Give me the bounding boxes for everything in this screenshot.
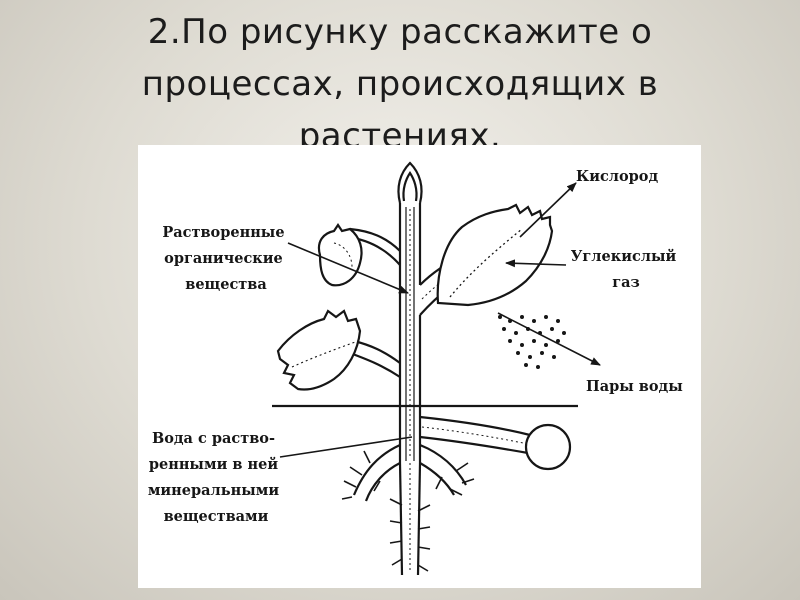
water-pointer	[279, 436, 413, 458]
left-root	[352, 443, 401, 502]
lateral-root	[419, 415, 531, 455]
label-vapor: Пары воды	[586, 378, 683, 395]
label-oxygen-line-1: Кислород	[576, 168, 658, 185]
upper-right-leaf	[436, 203, 554, 307]
taproot	[398, 462, 422, 576]
plant-stem	[398, 203, 422, 463]
label-vapor-line-1: Пары воды	[586, 378, 683, 395]
label-water: Вода с раство- ренными в ней минеральным…	[148, 430, 284, 525]
label-co2: Углекислый газ	[571, 248, 682, 291]
organic-pointer	[287, 242, 409, 294]
label-water-line-4: веществами	[164, 508, 269, 525]
root-tuber	[524, 423, 572, 471]
label-organic-line-2: органические	[164, 250, 283, 267]
taproot-hairs	[389, 498, 431, 572]
label-organic-line-3: вещества	[185, 276, 267, 293]
upper-left-leaf	[317, 223, 401, 287]
vapor-arrow	[497, 312, 601, 366]
root-hairs-left	[341, 450, 381, 500]
water-vapor-dots	[498, 315, 566, 369]
plant-diagram-panel: Растворенные органические вещества Кисло…	[138, 145, 701, 588]
oxygen-arrow	[519, 182, 577, 238]
plant-diagram: Растворенные органические вещества Кисло…	[148, 161, 683, 576]
label-organic: Растворенные органические вещества	[162, 224, 289, 293]
label-water-line-1: Вода с раство-	[152, 430, 275, 447]
right-root	[419, 443, 467, 496]
label-oxygen: Кислород	[576, 168, 658, 185]
root-hairs-right	[435, 462, 475, 496]
bud-icon	[397, 161, 423, 204]
label-organic-line-1: Растворенные	[162, 224, 284, 241]
label-water-line-2: ренными в ней	[149, 456, 278, 473]
label-co2-line-1: Углекислый	[571, 248, 677, 265]
label-co2-line-2: газ	[612, 274, 640, 291]
co2-arrow	[505, 259, 567, 268]
label-water-line-3: минеральными	[148, 482, 280, 499]
title-line-2: процессах, происходящих в	[141, 64, 659, 104]
slide-title: 2.По рисунку расскажите о процессах, про…	[60, 6, 740, 162]
title-line-1: 2.По рисунку расскажите о	[147, 12, 653, 52]
left-middle-leaf	[276, 309, 401, 391]
